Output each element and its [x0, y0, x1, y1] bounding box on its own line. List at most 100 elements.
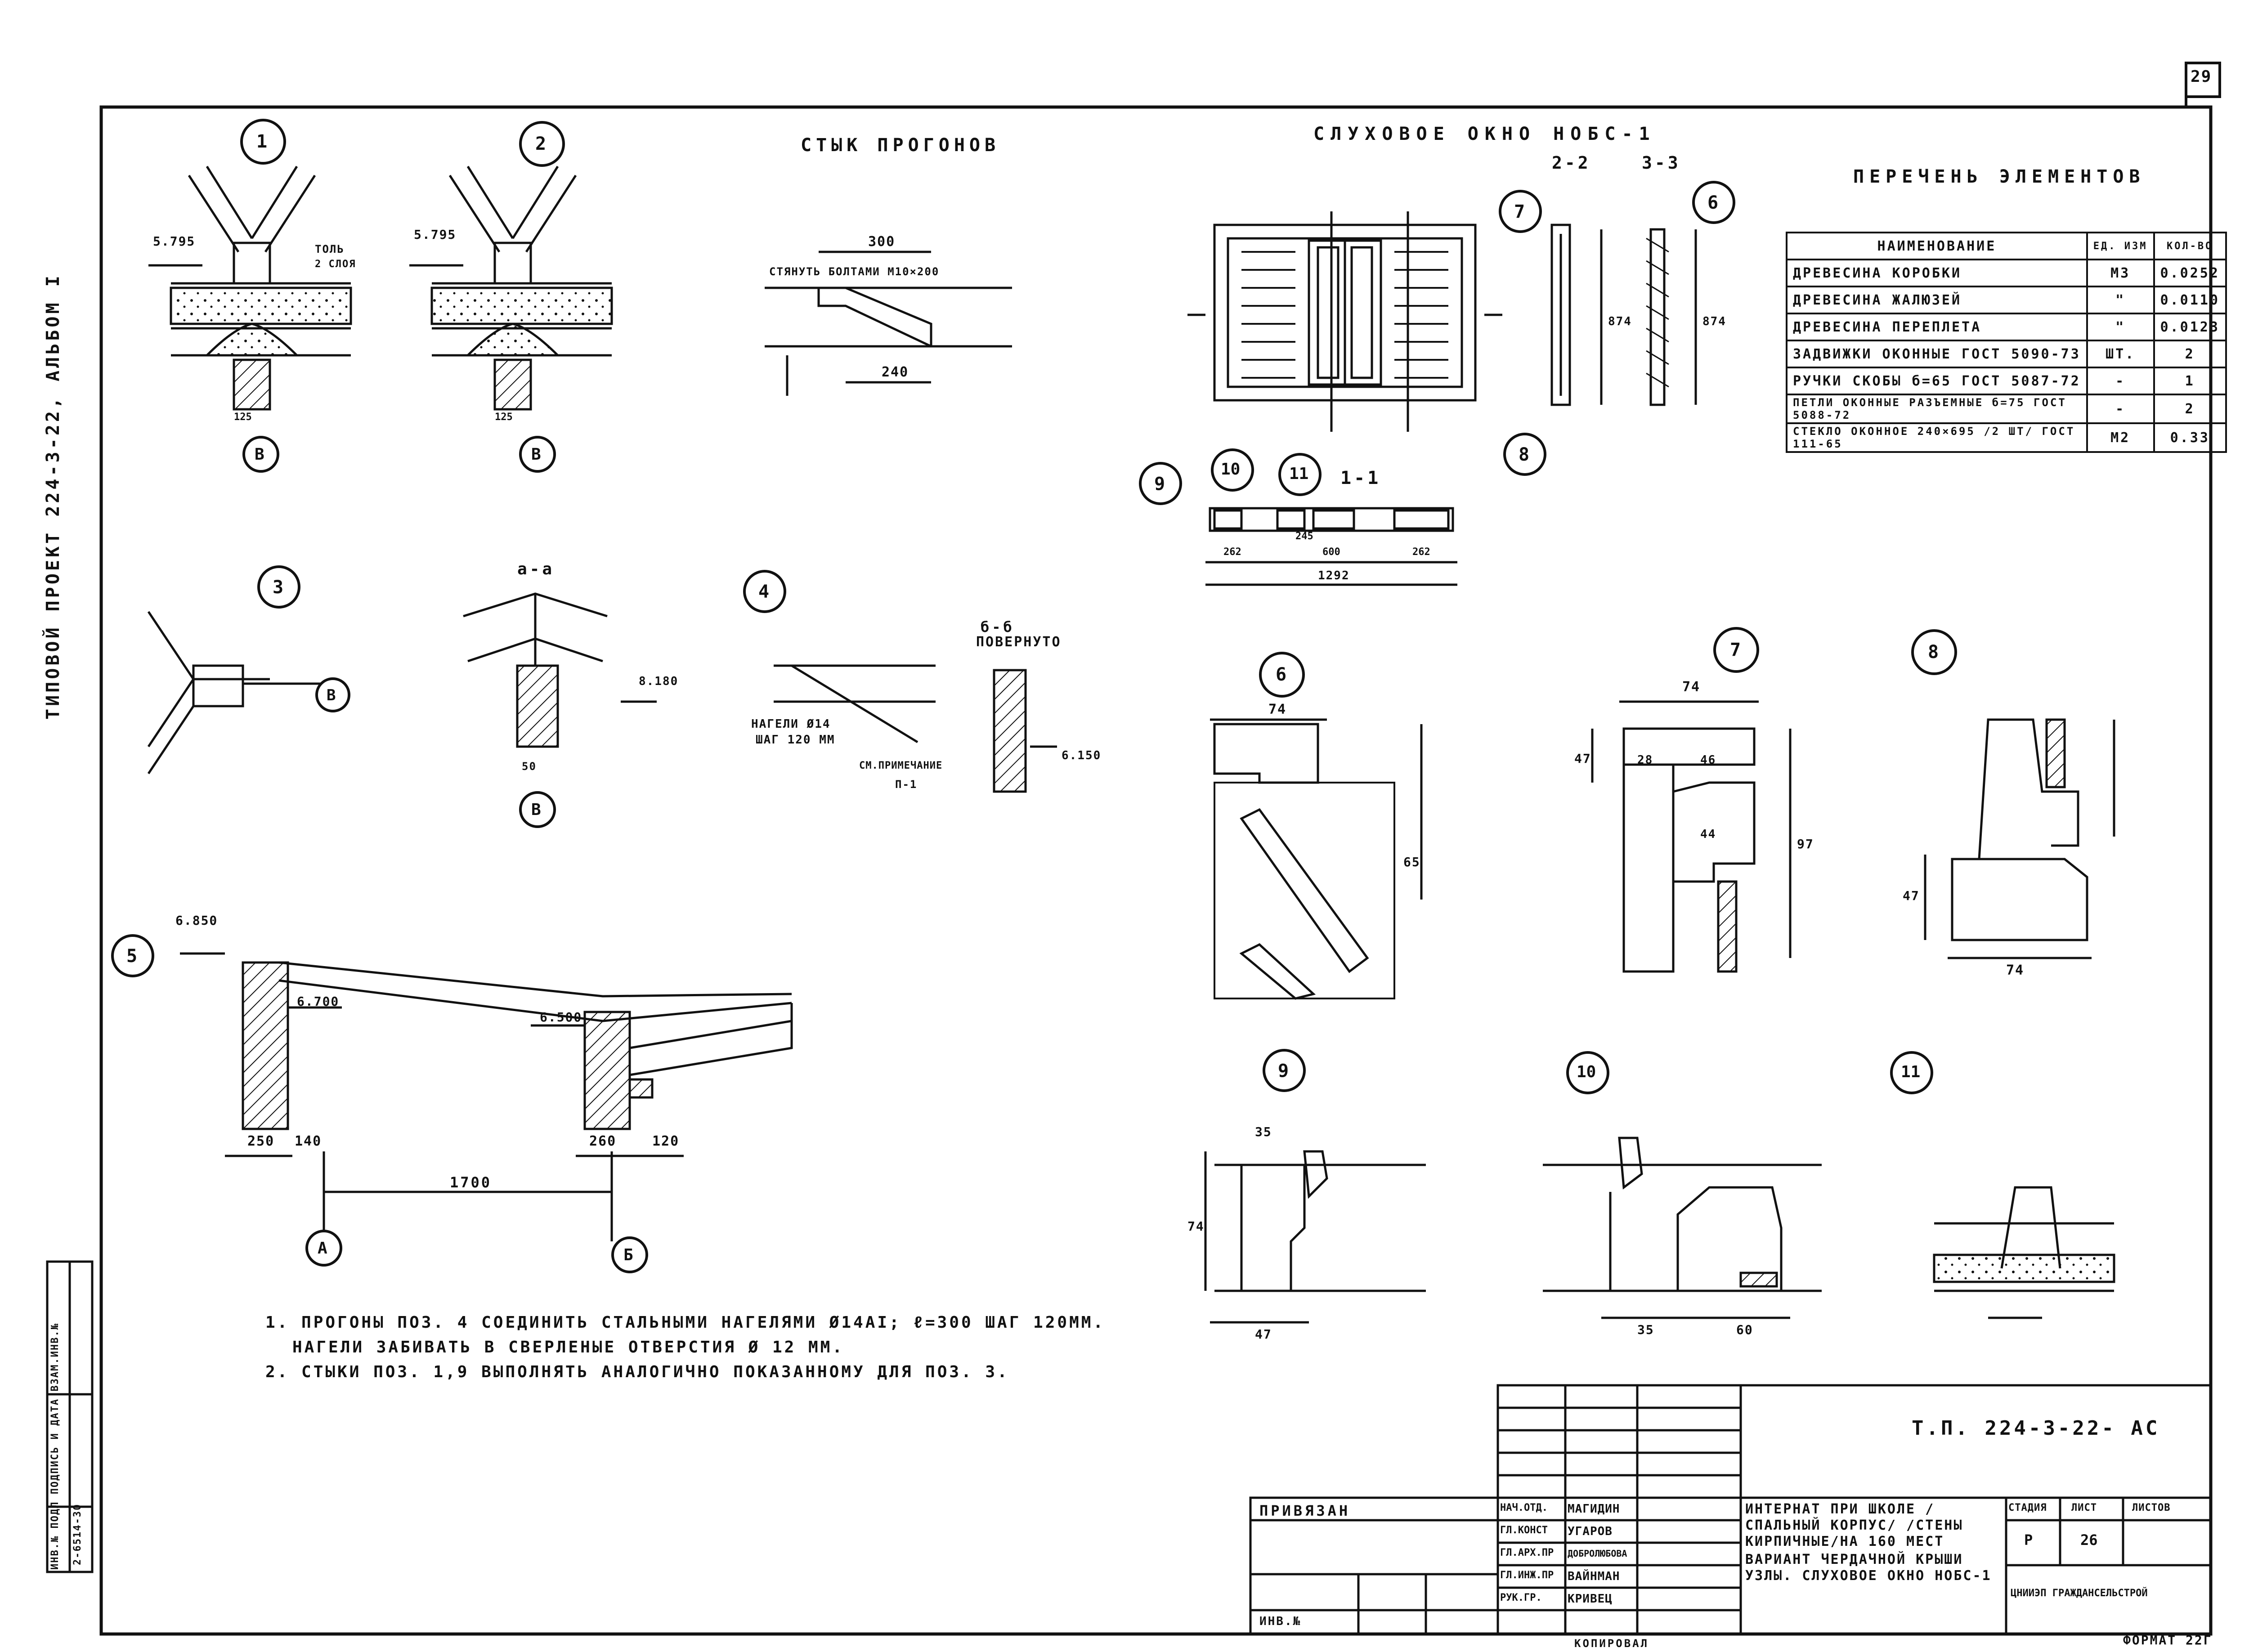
dim-262-a: 262: [1223, 546, 1241, 558]
label-elev-6150: 6.150: [1062, 749, 1102, 762]
node-3-detail: [147, 611, 324, 775]
label-elev-6700: 6.700: [297, 994, 340, 1009]
title-purlin-joint: СТЫК ПРОГОНОВ: [801, 135, 1000, 156]
stamp-role: ГЛ.АРХ.ПР: [1500, 1547, 1554, 1558]
label-tighten: СТЯНУТЬ БОЛТАМИ М10×200: [769, 265, 940, 278]
label-elev-6850: 6.850: [175, 913, 218, 928]
dim-874-b: 874: [1702, 315, 1726, 328]
axis-b-1: В: [255, 445, 264, 464]
stamp-code: Т.П. 224-3-22- АС: [1912, 1417, 2160, 1440]
dim-245: 245: [1295, 531, 1313, 542]
title-sec-22: 2-2: [1552, 153, 1591, 173]
dim-600: 600: [1322, 546, 1340, 558]
dim-46: 46: [1700, 753, 1716, 767]
section-aa-detail: [463, 592, 657, 748]
table-cell: 0.0252: [2153, 259, 2227, 287]
table-cell: СТЕКЛО ОКОННОЕ 240×695 /2 ШТ/ ГОСТ 111-6…: [1786, 422, 2088, 453]
table-cell: 2: [2153, 394, 2227, 424]
label-elev-6500: 6.500: [540, 1010, 582, 1025]
dim-262-b: 262: [1412, 546, 1430, 558]
stamp-role: НАЧ.ОТД.: [1500, 1502, 1548, 1513]
stamp-description-2: ВАРИАНТ ЧЕРДАЧНОЙ КРЫШИ УЗЛЫ. СЛУХОВОЕ О…: [1745, 1552, 1992, 1584]
dormer-sections: [1550, 224, 1697, 406]
elements-table: НАИМЕНОВАНИЕ ЕД. ИЗМ КОЛ-ВО ДРЕВЕСИНА КО…: [1786, 232, 2227, 453]
format-label: ФОРМАТ 22Г: [2123, 1633, 2213, 1648]
callout-3: 3: [273, 577, 284, 598]
detail-9-profile: [1204, 1150, 1426, 1324]
dim-1700: 1700: [450, 1174, 492, 1191]
detail-7-profile: [1591, 700, 1792, 973]
table-cell: ДРЕВЕСИНА ПЕРЕПЛЕТА: [1786, 313, 2088, 341]
axis-b: Б: [623, 1246, 633, 1264]
page-number: 29: [2191, 67, 2212, 86]
stamp-stage-header: СТАДИЯ: [2008, 1502, 2047, 1513]
title-rotated: ПОВЕРНУТО: [976, 634, 1062, 650]
title-sec-aa: а-а: [517, 560, 555, 578]
table-cell: ДРЕВЕСИНА ЖАЛЮЗЕЙ: [1786, 286, 2088, 314]
dim-874-a: 874: [1608, 315, 1632, 328]
table-cell: ДРЕВЕСИНА КОРОБКИ: [1786, 259, 2088, 287]
callout-9: 9: [1154, 474, 1165, 494]
stamp-role: ГЛ.ИНЖ.ПР: [1500, 1570, 1554, 1581]
callout-7b: 7: [1730, 640, 1741, 660]
table-header: ЕД. ИЗМ: [2086, 232, 2155, 260]
dim-50: 50: [522, 760, 537, 773]
dim-35-9: 35: [1255, 1124, 1272, 1139]
dim-35-10: 35: [1637, 1322, 1654, 1337]
label-step: ШАГ 120 ММ: [756, 733, 835, 747]
stamp-sheet-no: 26: [2080, 1531, 2098, 1549]
stamp-sheet-header: ЛИСТ: [2071, 1502, 2097, 1513]
callout-6: 6: [1707, 193, 1719, 213]
table-cell: 0.33: [2153, 422, 2227, 453]
dim-97: 97: [1797, 837, 1814, 851]
dim-240: 240: [882, 364, 909, 380]
table-cell: РУЧКИ СКОБЫ б=65 ГОСТ 5087-72: [1786, 367, 2088, 395]
stamp-description: ИНТЕРНАТ ПРИ ШКОЛЕ /СПАЛЬНЫЙ КОРПУС/ /СТ…: [1745, 1501, 1963, 1549]
table-header: НАИМЕНОВАНИЕ: [1786, 232, 2088, 260]
table-cell: 0.0123: [2153, 313, 2227, 341]
table-cell: 1: [2153, 367, 2227, 395]
title-block-lines: [1249, 1384, 2212, 1635]
label-see-note: СМ.ПРИМЕЧАНИЕ: [859, 760, 943, 771]
table-cell: ШТ.: [2086, 340, 2155, 368]
dim-44-7: 44: [1700, 828, 1716, 841]
table-row: ДРЕВЕСИНА ЖАЛЮЗЕЙ"0.0110: [1786, 286, 2227, 314]
dim-47-9: 47: [1255, 1327, 1272, 1342]
table-cell: ЗАДВИЖКИ ОКОННЫЕ ГОСТ 5090-73: [1786, 340, 2088, 368]
dim-74-9: 74: [1187, 1219, 1205, 1234]
callout-8: 8: [1519, 444, 1530, 465]
table-cell: ": [2086, 313, 2155, 341]
table-cell: М2: [2086, 422, 2155, 453]
dim-74-8: 74: [2006, 963, 2025, 978]
stamp-name: ВАЙНМАН: [1568, 1570, 1620, 1583]
dim-125-a: 125: [234, 412, 252, 423]
stamp-name: МАГИДИН: [1568, 1502, 1620, 1516]
dim-47-7: 47: [1574, 751, 1591, 766]
axis-a: А: [318, 1239, 327, 1258]
table-row: СТЕКЛО ОКОННОЕ 240×695 /2 ШТ/ ГОСТ 111-6…: [1786, 422, 2227, 453]
node-2-detail: [409, 166, 613, 411]
label-elev-8180: 8.180: [639, 675, 679, 688]
dim-74-6: 74: [1268, 702, 1287, 717]
title-sec-11: 1-1: [1340, 468, 1381, 488]
title-sec-bb: б-б: [981, 618, 1015, 636]
table-row: РУЧКИ СКОБЫ б=65 ГОСТ 5087-72-1: [1786, 367, 2227, 395]
callout-5: 5: [126, 946, 138, 967]
table-cell: -: [2086, 367, 2155, 395]
callout-1: 1: [256, 131, 268, 152]
stamp-name: КРИВЕЦ: [1568, 1592, 1613, 1606]
callout-11b: 11: [1901, 1063, 1921, 1081]
dim-60: 60: [1736, 1322, 1753, 1337]
axis-b-2: В: [531, 445, 541, 464]
callout-2: 2: [535, 134, 547, 154]
callout-6b: 6: [1276, 664, 1287, 685]
dim-300: 300: [868, 234, 896, 250]
stamp-bound: ПРИВЯЗАН: [1259, 1502, 1351, 1519]
section-11-plan: [1205, 507, 1457, 586]
callout-8b: 8: [1928, 642, 1939, 663]
label-tol: ТОЛЬ: [315, 243, 345, 255]
stamp-role: ГЛ.КОНСТ: [1500, 1525, 1548, 1536]
label-elev-5795-b: 5.795: [414, 227, 457, 242]
